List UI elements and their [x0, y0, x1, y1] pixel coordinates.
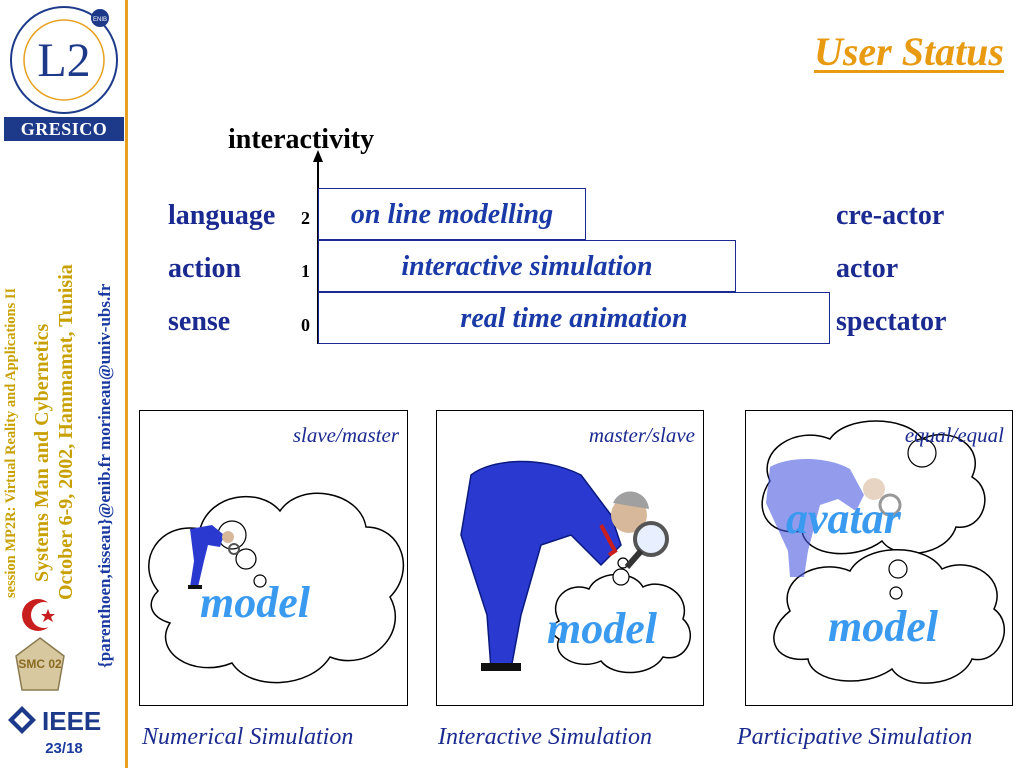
level-number-2: 2 [301, 208, 310, 228]
relation-label: master/slave [588, 423, 695, 447]
panel-numerical-simulation: slave/master model [139, 410, 408, 706]
translucent-man-icon [766, 458, 902, 577]
l2-logo-icon: L2 ENIB [10, 6, 118, 114]
level-number-1: 1 [301, 261, 310, 281]
mode-label: on line modelling [350, 199, 554, 230]
mode-bar-real-time-animation: real time animation [318, 292, 830, 344]
emails-label: {parenthoen,tisseau}@enib.fr morineau@un… [95, 283, 114, 668]
caption-interactive-simulation: Interactive Simulation [438, 724, 652, 750]
date-place-label: October 6-9, 2002, Hammamat, Tunisia [55, 264, 77, 600]
conference-label: Systems Man and Cybernetics [31, 323, 53, 582]
mode-label: interactive simulation [401, 251, 653, 282]
smc-logo-icon: SMC 02 [15, 637, 65, 691]
caption-participative-simulation: Participative Simulation [737, 724, 973, 750]
level-name-action: action [168, 253, 242, 284]
level-name-language: language [168, 200, 276, 231]
logo-text: L2 [37, 34, 90, 87]
ieee-text: IEEE [42, 706, 101, 736]
mode-bar-interactive-simulation: interactive simulation [318, 240, 736, 292]
panel-participative-simulation: equal/equal avatar model [745, 410, 1013, 706]
logo-badge: ENIB [93, 17, 107, 23]
man-with-magnifier-icon [188, 525, 240, 589]
page-number: 23/18 [45, 740, 83, 757]
org-label: GRESICO [4, 117, 124, 141]
avatar-word: avatar [786, 494, 901, 543]
thought-cloud-icon [148, 492, 405, 684]
role-actor: actor [836, 253, 899, 284]
role-cre-actor: cre-actor [836, 200, 945, 231]
smc-text: SMC 02 [18, 657, 62, 671]
level-name-sense: sense [168, 306, 231, 337]
slide-title: User Status [813, 29, 1004, 74]
role-spectator: spectator [836, 306, 947, 337]
man-with-magnifier-icon [460, 460, 669, 671]
thought-cloud-icon [551, 557, 692, 674]
model-word: model [828, 602, 938, 651]
model-word: model [547, 604, 657, 653]
mode-bar-on-line-modelling: on line modelling [318, 188, 586, 240]
caption-numerical-simulation: Numerical Simulation [142, 724, 354, 750]
mode-label: real time animation [460, 303, 688, 334]
level-number-0: 0 [301, 315, 310, 335]
model-word: model [200, 578, 310, 627]
session-label: session MP2R: Virtual Reality and Applic… [3, 287, 19, 598]
ieee-logo-icon: IEEE [8, 706, 101, 736]
crescent-star-icon [22, 599, 57, 631]
sidebar: L2 ENIB GRESICO session MP2R: Virtual Re… [0, 0, 128, 768]
axis-label: interactivity [228, 124, 375, 155]
panel-interactive-simulation: master/slave model [436, 410, 704, 706]
relation-label: slave/master [292, 423, 399, 447]
relation-label: equal/equal [904, 423, 1004, 447]
